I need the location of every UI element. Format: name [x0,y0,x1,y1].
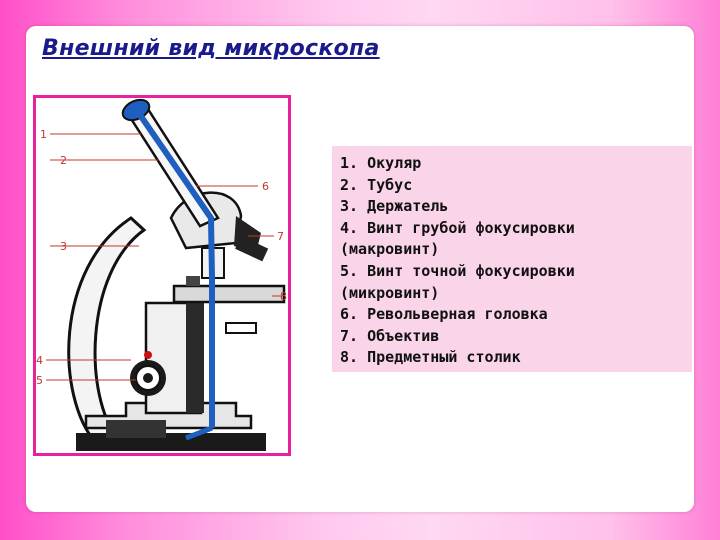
parts-legend: 1. Окуляр 2. Тубус 3. Держатель 4. Винт … [332,146,692,372]
legend-item-revolving-head: 6. Револьверная головка [340,305,548,324]
stage [172,284,286,304]
legend-item-holder: 3. Держатель [340,197,449,216]
label-6: 6 [262,180,269,193]
legend-item-eyepiece: 1. Окуляр [340,154,422,172]
base-foot [76,433,266,451]
label-4: 4 [36,354,43,367]
stage-clip [186,276,200,286]
legend-item-coarse-focus-note: (макровинт) [340,240,440,259]
light-path [135,110,215,428]
label-2: 2 [60,154,67,167]
legend-item-stage: 8. Предметный столик [340,348,521,367]
legend-item-objective: 7. Объектив [340,326,440,345]
label-8: 8 [280,290,287,303]
lamp-housing [106,420,166,438]
legend-item-fine-focus-note: (микровинт) [340,283,440,302]
microscope-figure: 1 2 3 4 5 6 7 8 [33,95,291,456]
focus-knob-center [143,373,153,383]
slide-title: Внешний вид микроскопа [42,36,380,61]
label-1: 1 [40,128,47,141]
objective-barrel [235,236,269,262]
focus-knob-marker [144,351,152,359]
stage-scale [225,322,257,334]
microscope-arm [67,216,147,445]
slide: Внешний вид микроскопа [26,26,694,512]
legend-item-fine-focus: 5. Винт точной фокусировки [340,261,575,280]
pillar-edge [186,303,204,413]
microscope-illustration: 1 2 3 4 5 6 7 8 [36,98,287,451]
label-7: 7 [277,230,284,243]
label-3: 3 [60,240,67,253]
legend-item-tube: 2. Тубус [340,175,413,194]
label-5: 5 [36,374,43,387]
light-path-base [185,425,213,441]
legend-item-coarse-focus: 4. Винт грубой фокусировки [340,218,575,237]
